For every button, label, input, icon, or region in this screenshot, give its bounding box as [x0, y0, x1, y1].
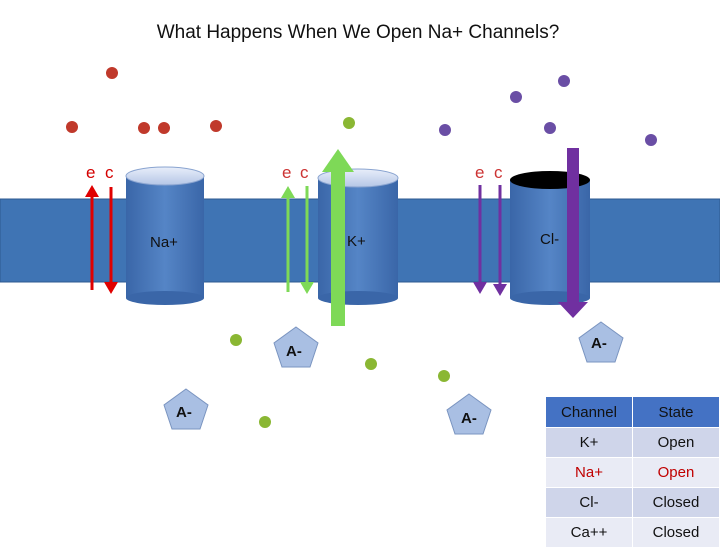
table-cell-channel: Na+: [545, 457, 633, 488]
cl-ion: [439, 124, 451, 136]
cl-label: Cl-: [540, 231, 559, 248]
anion-label: A-: [286, 343, 302, 360]
table-header-channel: Channel: [545, 396, 633, 428]
cl-e-marker: e: [475, 163, 484, 182]
k-flux-arrow: [322, 149, 354, 326]
na-ion: [210, 120, 222, 132]
table-row: Ca++ Closed: [545, 517, 720, 548]
cl-ion: [544, 122, 556, 134]
anions: [163, 321, 624, 435]
diagram-title: What Happens When We Open Na+ Channels?: [156, 22, 560, 43]
cl-ion: [558, 75, 570, 87]
cl-flux-arrow: [558, 148, 588, 318]
cl-ions: [439, 75, 657, 146]
na-channel: [125, 166, 205, 305]
na-ion: [106, 67, 118, 79]
na-ion: [158, 122, 170, 134]
k-e-marker: e: [282, 163, 291, 182]
k-ion: [259, 416, 271, 428]
table-cell-channel: Cl-: [545, 487, 633, 518]
k-ions: [230, 117, 450, 428]
na-ion: [138, 122, 150, 134]
k-label: K+: [347, 233, 366, 250]
anion-label: A-: [591, 335, 607, 352]
cl-gradient-arrows: [473, 185, 507, 296]
anion-pentagon: [578, 321, 624, 363]
k-c-marker: c: [300, 163, 309, 182]
k-ion: [230, 334, 242, 346]
k-ion: [365, 358, 377, 370]
cl-ion: [645, 134, 657, 146]
table-cell-state: Open: [632, 457, 720, 488]
anion-label: A-: [461, 410, 477, 427]
table-row: K+ Open: [545, 427, 720, 458]
table-cell-state: Closed: [632, 517, 720, 548]
na-label: Na+: [150, 234, 178, 251]
k-gradient-arrows: [281, 186, 314, 294]
na-ion: [66, 121, 78, 133]
na-gradient-arrows: [85, 185, 118, 294]
table-row: Na+ Open: [545, 457, 720, 488]
na-ions: [66, 67, 222, 134]
anion-pentagon: [273, 326, 319, 368]
table-row: Cl- Closed: [545, 487, 720, 518]
channel-state-table: Channel State K+ Open Na+ Open Cl- Close…: [545, 396, 720, 548]
anion-label: A-: [176, 404, 192, 421]
k-ion: [438, 370, 450, 382]
table-cell-state: Closed: [632, 487, 720, 518]
anion-pentagon: [446, 393, 492, 435]
table-cell-channel: K+: [545, 427, 633, 458]
table-cell-state: Open: [632, 427, 720, 458]
k-ion: [343, 117, 355, 129]
cl-c-marker: c: [494, 163, 503, 182]
na-e-marker: e: [86, 163, 95, 182]
anion-pentagon: [163, 388, 209, 430]
cl-ion: [510, 91, 522, 103]
na-c-marker: c: [105, 163, 114, 182]
table-header-state: State: [632, 396, 720, 428]
table-cell-channel: Ca++: [545, 517, 633, 548]
